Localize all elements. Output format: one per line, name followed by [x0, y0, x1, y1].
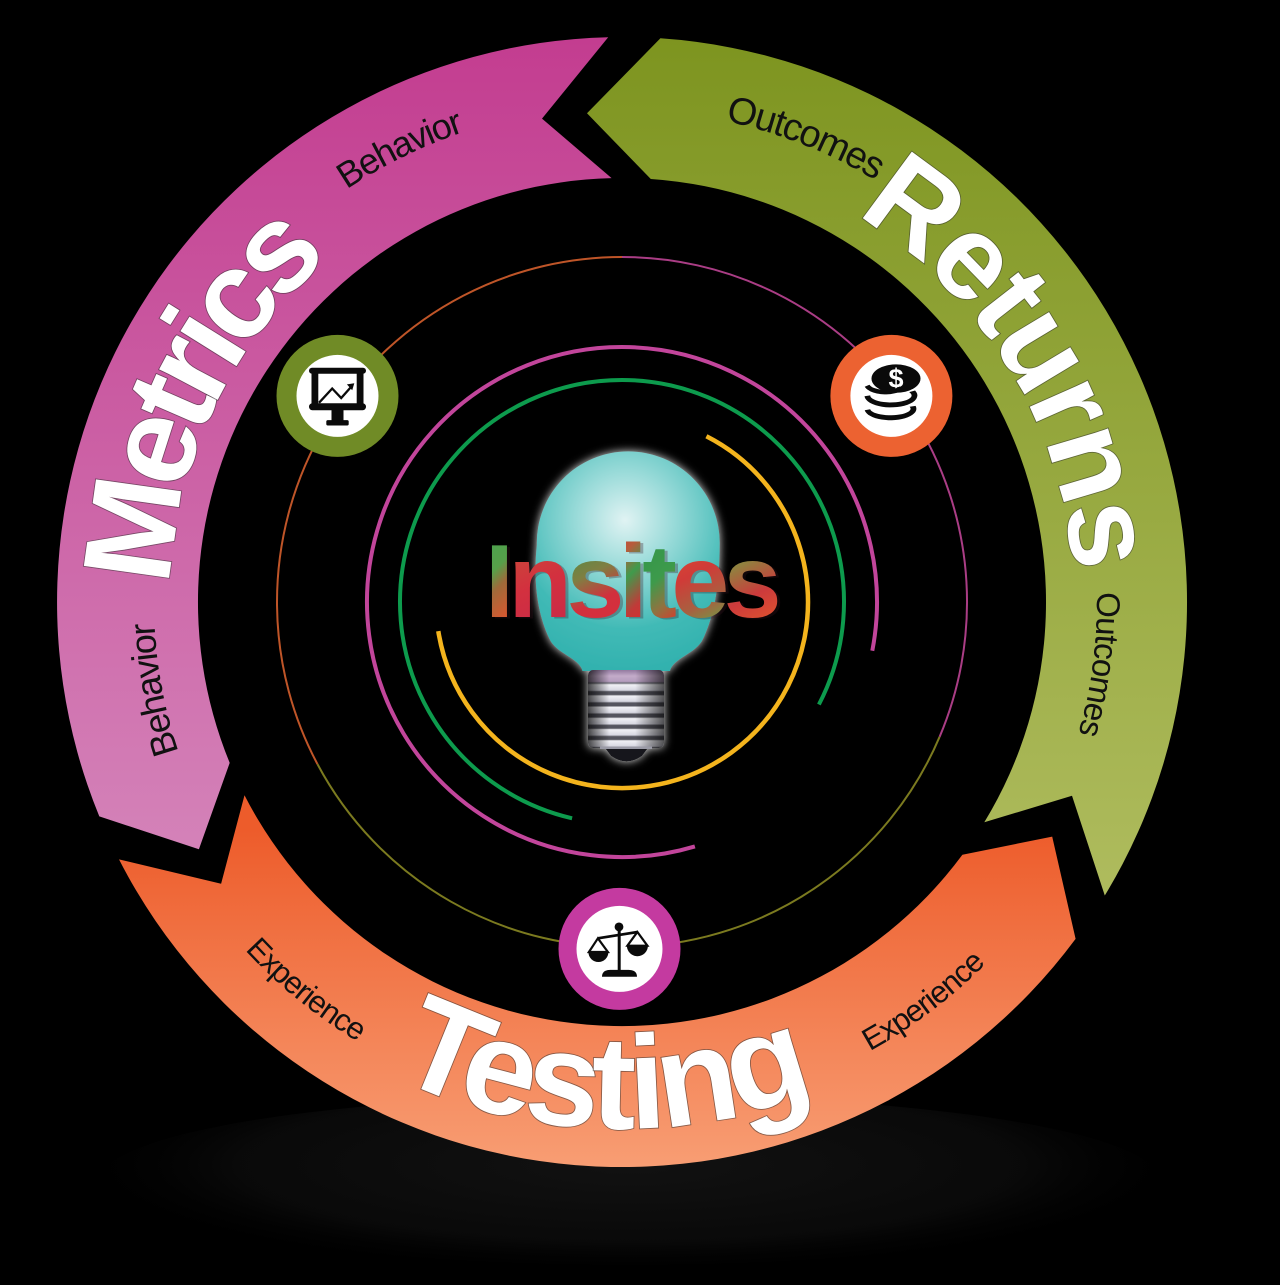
svg-text:s: s [566, 524, 624, 640]
svg-text:t: t [645, 526, 680, 642]
svg-text:i: i [619, 524, 648, 640]
svg-text:Testing: Testing [382, 967, 822, 1158]
svg-text:i: i [622, 526, 651, 642]
svg-text:n: n [511, 526, 575, 642]
svg-text:I: I [485, 524, 514, 640]
svg-text:I: I [488, 526, 517, 642]
svg-text:s: s [724, 524, 782, 640]
svg-text:s: s [569, 526, 627, 642]
svg-text:t: t [642, 524, 677, 640]
svg-text:e: e [671, 524, 729, 640]
svg-text:e: e [674, 526, 732, 642]
svg-text:$: $ [888, 363, 903, 393]
svg-text:n: n [508, 524, 572, 640]
svg-text:s: s [727, 526, 785, 642]
